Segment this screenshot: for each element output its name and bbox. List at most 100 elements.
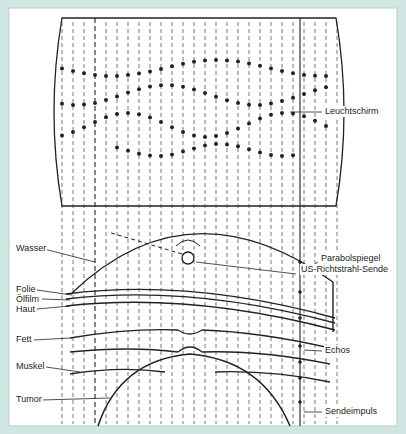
echo-dot	[137, 152, 141, 156]
muscle-line-lower-right	[215, 372, 330, 382]
scan-line	[216, 22, 217, 424]
echo-dot	[214, 134, 218, 138]
scan-line	[271, 22, 272, 424]
echo-dot	[71, 130, 75, 134]
echo-dot	[291, 96, 295, 100]
echo-dot	[126, 73, 130, 77]
echo-dot	[159, 154, 163, 158]
echo-dot	[214, 95, 218, 99]
echo-dot	[181, 130, 185, 134]
echo-dot	[192, 87, 196, 91]
echo-dot	[280, 69, 284, 73]
echo-dot	[82, 103, 86, 107]
echo-dot	[159, 120, 163, 124]
echo-dot	[104, 98, 108, 102]
scan-line	[172, 22, 173, 424]
echo-dot	[115, 74, 119, 78]
scan-line	[238, 22, 239, 424]
echo-dot	[170, 64, 174, 68]
echo-dot	[82, 125, 86, 129]
scan-line	[183, 22, 184, 424]
echo-dot	[280, 99, 284, 103]
scan-line	[128, 22, 129, 424]
transducer	[182, 252, 194, 264]
scan-line	[304, 22, 305, 424]
parabolic-mirror	[72, 234, 333, 332]
echo-dot	[324, 74, 328, 78]
echo-dot	[126, 149, 130, 153]
scan-line	[84, 22, 85, 424]
echo-dot	[192, 134, 196, 138]
echo-dot	[203, 135, 207, 139]
echo-dot	[170, 83, 174, 87]
scan-lines	[62, 22, 337, 424]
echo-dot	[324, 85, 328, 89]
echo-dot	[82, 71, 86, 75]
scan-line	[293, 22, 294, 424]
fat-line-right	[202, 330, 330, 348]
scan-line	[337, 22, 338, 424]
muscle-line-right	[202, 352, 330, 364]
picture-ground	[9, 8, 397, 426]
echo-dot	[313, 88, 317, 92]
echo-dots	[60, 58, 328, 158]
part-label: US-Richtstrahl-Sende	[300, 264, 389, 275]
echo-dot	[258, 64, 262, 68]
scan-line	[205, 22, 206, 424]
echo-dot	[302, 92, 306, 96]
echo-dot	[71, 69, 75, 73]
echo-dot	[280, 111, 284, 115]
echo-dot	[104, 115, 108, 119]
echo-dot	[247, 61, 251, 65]
part-label: Echos	[324, 345, 351, 356]
scan-line	[227, 22, 228, 424]
echo-dot	[60, 102, 64, 106]
scan-line-dashed	[94, 18, 95, 426]
echo-dot	[137, 87, 141, 91]
echo-dot	[225, 98, 229, 102]
echo-dot	[324, 124, 328, 128]
echo-dot	[236, 101, 240, 105]
echo-dot	[214, 58, 218, 62]
echo-dot	[148, 115, 152, 119]
part-label: Wasser	[15, 243, 47, 254]
echo-dot	[137, 112, 141, 116]
part-label: Tumor	[15, 394, 43, 405]
echo-dot	[291, 71, 295, 75]
fascia	[178, 330, 202, 352]
echo-dot	[203, 91, 207, 95]
echo-dot	[225, 142, 229, 146]
fat-line-left	[70, 330, 178, 338]
echo-dot	[115, 146, 119, 150]
echo-dot	[159, 83, 163, 87]
echo-dot	[60, 67, 64, 71]
echo-dot	[203, 59, 207, 63]
part-label: Leuchtschirm	[324, 106, 380, 117]
scan-line	[106, 22, 107, 424]
part-label: Sendeimpuls	[324, 406, 378, 417]
echo-dot	[203, 144, 207, 148]
scan-line	[260, 22, 261, 424]
part-label: Muskel	[15, 361, 46, 372]
echo-dot	[137, 72, 141, 76]
tumor-outline	[98, 354, 290, 426]
echo-dot	[170, 125, 174, 129]
echo-dot	[280, 154, 284, 158]
echo-dot	[115, 95, 119, 99]
echo-dot	[247, 121, 251, 125]
echo-dot	[313, 74, 317, 78]
echo-dot	[236, 60, 240, 64]
scan-line	[249, 22, 250, 424]
echo-dot	[192, 146, 196, 150]
echo-dot	[225, 58, 229, 62]
part-label: Haut	[15, 304, 36, 315]
echo-dot	[269, 102, 273, 106]
echo-dot	[126, 111, 130, 115]
echo-dot	[258, 103, 262, 107]
leader-lines	[34, 112, 322, 412]
echo-dot	[258, 151, 262, 155]
scan-line	[161, 22, 162, 424]
echo-dot	[313, 119, 317, 123]
